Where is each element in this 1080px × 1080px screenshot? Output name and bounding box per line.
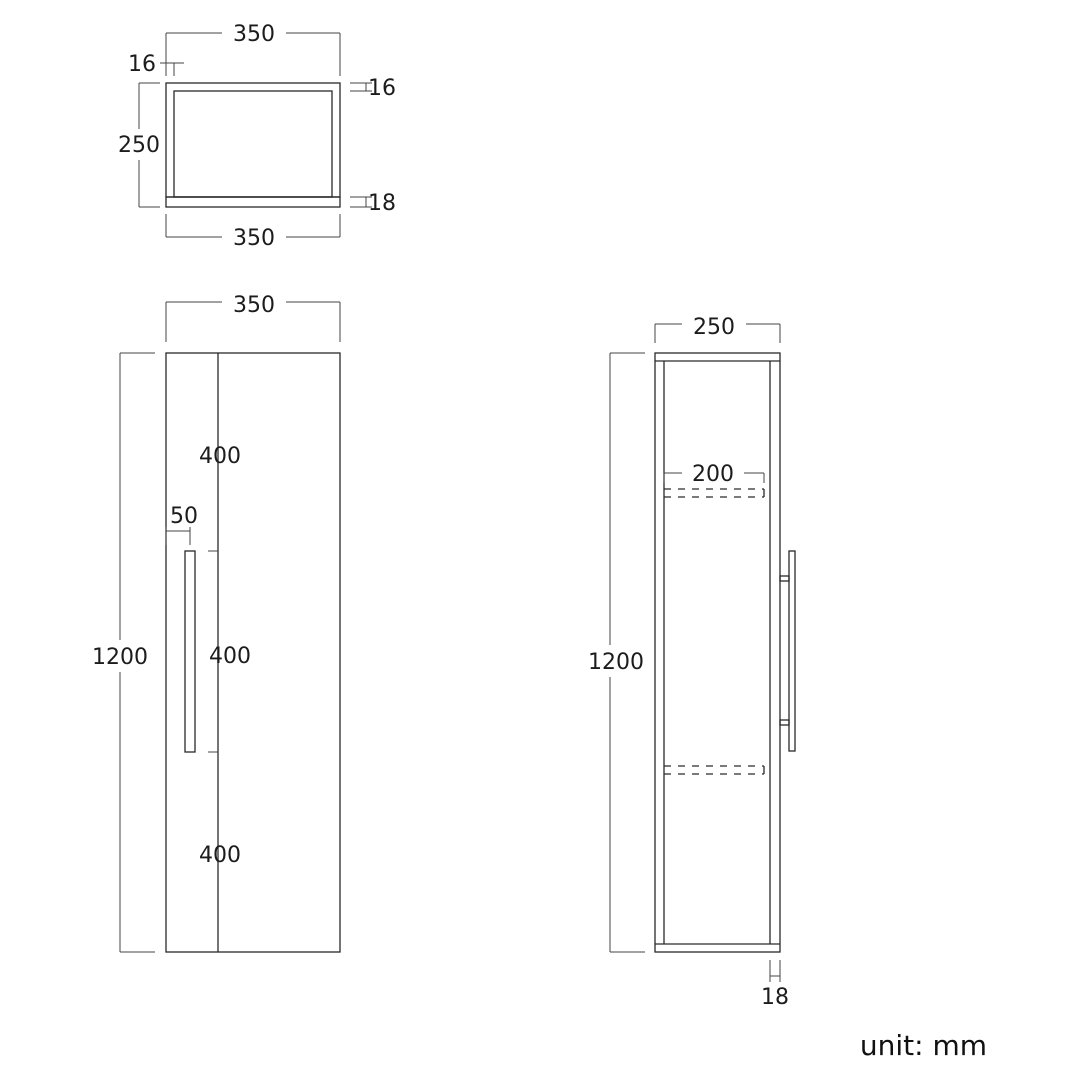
front-view-handle-offset-label: 50 [170, 504, 198, 529]
front-view-cabinet [165, 352, 341, 953]
unit-label: unit: mm [860, 1029, 987, 1062]
top-view: 350 16 16 18 250 350 [118, 22, 396, 251]
top-view-width-bottom-label: 350 [233, 226, 275, 251]
side-view-shelf-depth-label: 200 [692, 462, 734, 487]
side-view: 250 200 1200 18 [588, 315, 796, 1010]
side-view-depth-label: 250 [693, 315, 735, 340]
front-view-handle [184, 550, 196, 753]
side-view-carcass [654, 352, 781, 953]
top-view-width-top-label: 350 [233, 22, 275, 47]
front-view-lower-section-label: 400 [199, 843, 241, 868]
top-view-door [165, 196, 341, 208]
top-view-cavity [173, 90, 333, 198]
side-view-handle [779, 550, 796, 752]
top-view-back-panel-label: 16 [368, 76, 396, 101]
side-view-upper-shelf [664, 488, 765, 498]
front-view: 350 1200 400 400 400 50 [92, 293, 341, 953]
front-view-upper-section-label: 400 [199, 444, 241, 469]
top-view-front-panel-label: 18 [368, 191, 396, 216]
side-view-height-label: 1200 [588, 650, 644, 675]
side-view-lower-shelf [664, 765, 765, 775]
top-view-carcass [165, 82, 341, 198]
front-view-height-label: 1200 [92, 645, 148, 670]
side-view-door-thickness-label: 18 [761, 985, 789, 1010]
top-view-depth-label: 250 [118, 133, 160, 158]
top-view-side-panel-label: 16 [128, 52, 156, 77]
front-view-width-label: 350 [233, 293, 275, 318]
front-view-middle-section-label: 400 [209, 644, 251, 669]
